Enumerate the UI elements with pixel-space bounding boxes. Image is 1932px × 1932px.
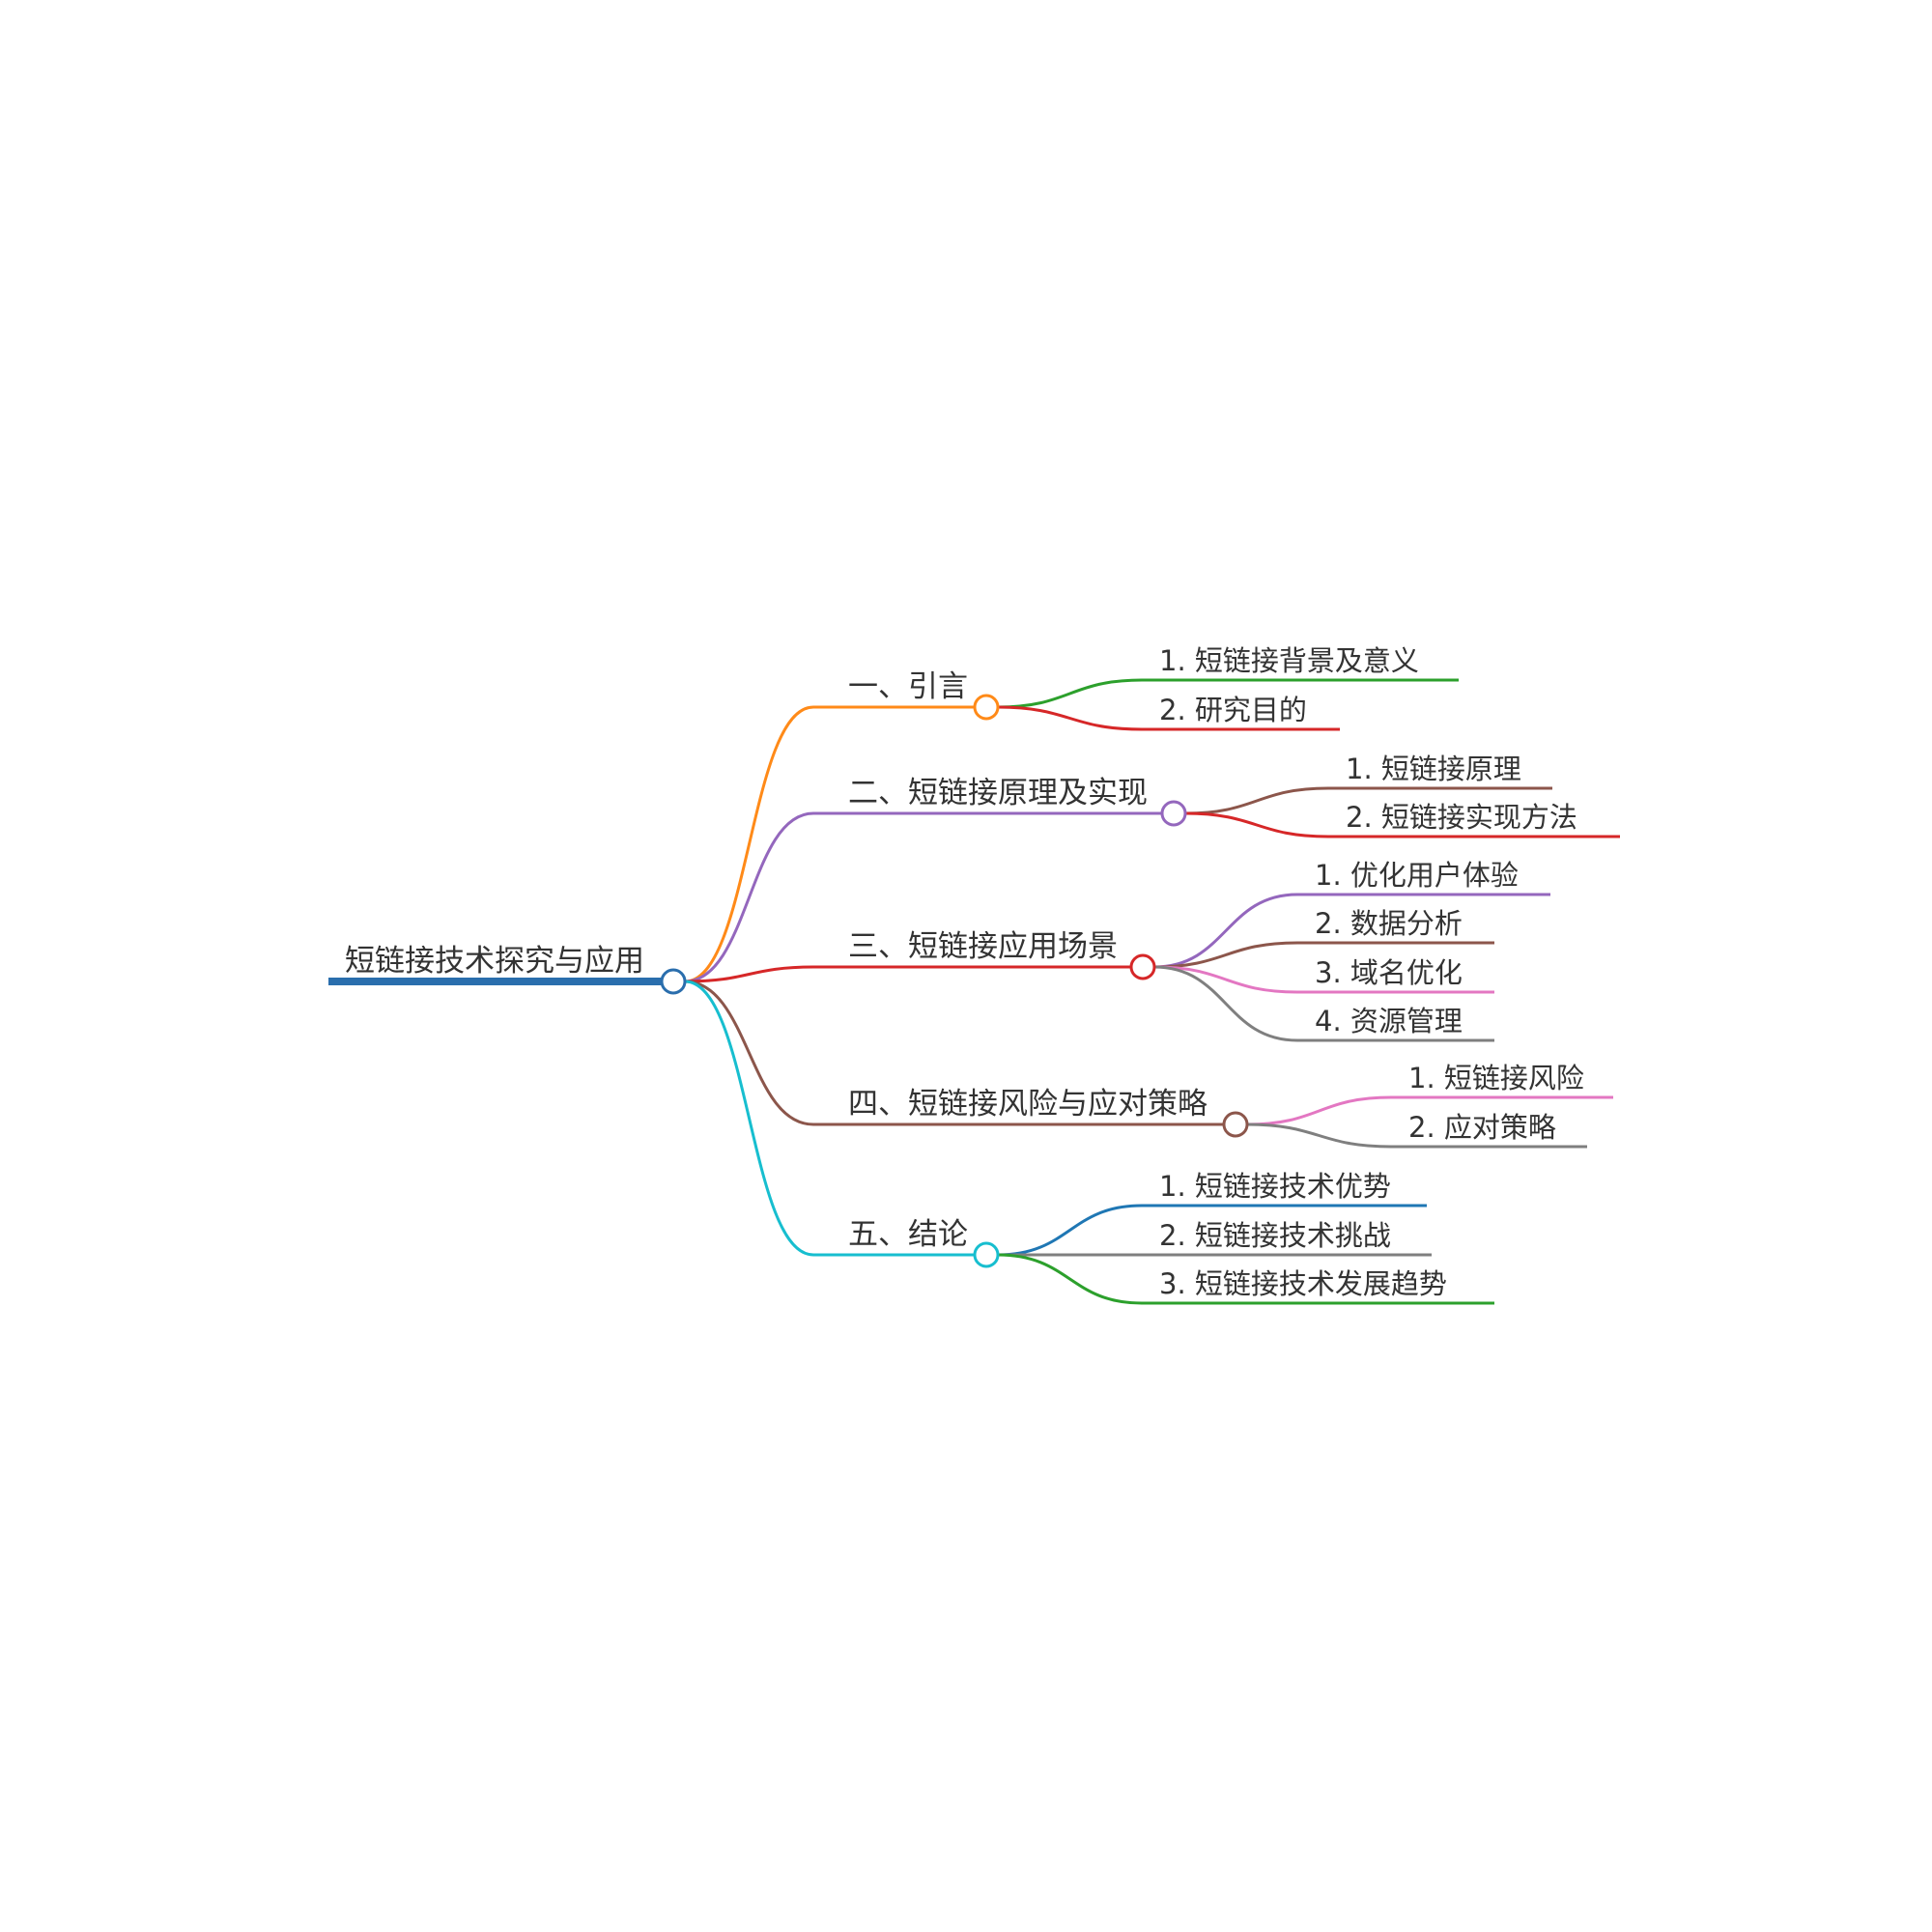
leaf-topic-label[interactable]: 1. 短链接原理 xyxy=(1346,753,1521,785)
branch-connector xyxy=(683,980,815,1257)
branch-connector xyxy=(683,980,815,1126)
leaf-topic-label[interactable]: 3. 短链接技术发展趋势 xyxy=(1159,1267,1447,1300)
branch-topic-label[interactable]: 三、短链接应用场景 xyxy=(848,929,1118,964)
leaf-topic-label[interactable]: 2. 短链接技术挑战 xyxy=(1159,1219,1391,1252)
leaf-topic-label[interactable]: 3. 域名优化 xyxy=(1315,956,1463,989)
branch-connector xyxy=(683,965,815,983)
leaf-connector xyxy=(1152,965,1299,994)
branch-topic-label[interactable]: 一、引言 xyxy=(848,669,968,704)
leaf-connector xyxy=(1152,941,1299,969)
leaf-connector xyxy=(996,705,1144,731)
leaf-connector xyxy=(1183,786,1330,815)
branch-collapse-toggle[interactable] xyxy=(1129,953,1156,980)
leaf-connector xyxy=(1152,893,1299,969)
branch-topic-label[interactable]: 五、结论 xyxy=(848,1217,968,1252)
leaf-topic-label[interactable]: 2. 研究目的 xyxy=(1159,694,1307,726)
branch-topic-label[interactable]: 四、短链接风险与应对策略 xyxy=(848,1087,1208,1122)
branch-topic-label[interactable]: 二、短链接原理及实现 xyxy=(848,776,1148,810)
leaf-connector xyxy=(996,1204,1144,1257)
branch-collapse-toggle[interactable] xyxy=(1160,800,1187,827)
root-topic-label[interactable]: 短链接技术探究与应用 xyxy=(345,944,644,979)
branch-collapse-toggle[interactable] xyxy=(1222,1111,1249,1138)
leaf-connector xyxy=(1183,811,1330,838)
edges-layer xyxy=(683,678,1393,1305)
leaf-topic-label[interactable]: 2. 应对策略 xyxy=(1408,1111,1556,1144)
root-collapse-toggle[interactable] xyxy=(660,968,687,995)
branch-collapse-toggle[interactable] xyxy=(973,1241,1000,1268)
leaf-connector xyxy=(1245,1122,1393,1149)
branch-connector xyxy=(683,705,815,983)
leaf-topic-label[interactable]: 2. 短链接实现方法 xyxy=(1346,801,1577,834)
branch-collapse-toggle[interactable] xyxy=(973,694,1000,721)
leaf-connector xyxy=(996,1253,1144,1305)
leaf-topic-label[interactable]: 1. 短链接风险 xyxy=(1408,1062,1584,1094)
underlines-layer xyxy=(328,678,1620,1305)
nodes-layer: 短链接技术探究与应用 一、引言 1. 短链接背景及意义 2. 研究目的二、短链接原理… xyxy=(345,644,1584,1300)
leaf-topic-label[interactable]: 4. 资源管理 xyxy=(1315,1005,1463,1037)
branch-connector xyxy=(683,811,815,983)
leaf-connector xyxy=(1152,965,1299,1042)
leaf-topic-label[interactable]: 1. 优化用户体验 xyxy=(1315,859,1519,892)
leaf-topic-label[interactable]: 1. 短链接技术优势 xyxy=(1159,1170,1391,1203)
leaf-connector xyxy=(996,678,1144,709)
leaf-topic-label[interactable]: 1. 短链接背景及意义 xyxy=(1159,644,1419,677)
leaf-connector xyxy=(1245,1095,1393,1126)
leaf-topic-label[interactable]: 2. 数据分析 xyxy=(1315,907,1463,940)
